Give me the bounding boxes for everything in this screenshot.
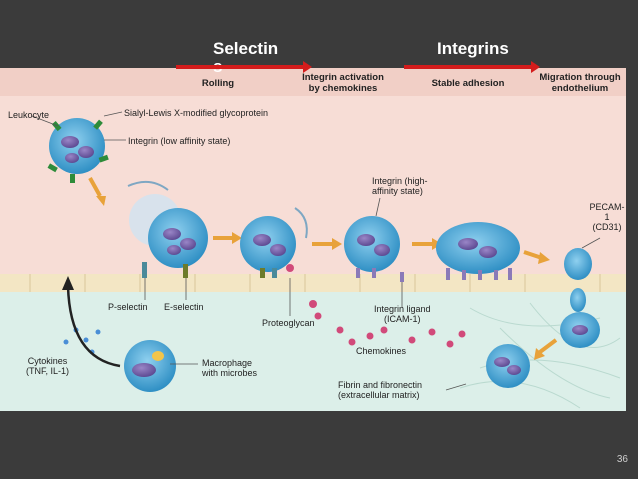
stage-integrin-activation: Integrin activation by chemokines (302, 72, 384, 94)
cytokine-arrow (66, 285, 121, 368)
stage-header-band (0, 68, 626, 96)
migration-arrow (538, 338, 558, 354)
rolling-cell (148, 208, 208, 268)
label-macrophage: Macrophage with microbes (202, 358, 258, 378)
label-fibrin: Fibrin and fibronectin (extracellular ma… (338, 380, 423, 400)
selectin-range-arrow (176, 61, 312, 73)
label-pecam: PECAM-1 (CD31) (589, 202, 625, 232)
integrin-range-arrow (404, 61, 540, 73)
stage-migration: Migration through endothelium (539, 72, 621, 94)
chemokine-dots (309, 300, 466, 348)
label-leukocyte: Leukocyte (8, 110, 50, 120)
migrating-cell (560, 248, 600, 348)
label-integrin-high: Integrin (high- affinity state) (372, 176, 428, 196)
integrin-bonds (446, 268, 512, 280)
label-cytokines: Cytokines (TNF, IL-1) (26, 356, 70, 376)
endothelial-cell-borders (29, 274, 601, 292)
roll-arrow (127, 180, 169, 191)
stage-rolling: Rolling (201, 78, 235, 89)
tissue-leukocyte (486, 344, 530, 388)
leukocyte-extravasation-figure: Rolling Integrin activation by chemokine… (0, 68, 626, 411)
icam-mark (400, 272, 404, 282)
leader-lines (31, 111, 467, 391)
descend-arrow-head (96, 196, 106, 206)
vessel-lumen (0, 68, 626, 278)
activation-cell (240, 216, 296, 272)
label-integrin-ligand: Integrin ligand (ICAM-1) (374, 304, 431, 324)
stable-adhesion-cell (436, 222, 520, 274)
e-selectin (183, 264, 188, 278)
macrophage (124, 340, 176, 392)
label-sialyl: Sialyl-Lewis X-modified glycoprotein (124, 108, 269, 118)
label-e-selectin: E-selectin (164, 302, 204, 312)
label-chemokines: Chemokines (356, 346, 407, 356)
figure-svg (0, 68, 626, 411)
proteoglycan-mark (286, 264, 294, 272)
page-number: 36 (616, 454, 628, 465)
step-arrow-4 (523, 250, 543, 260)
descend-arrow (88, 177, 102, 197)
label-p-selectin: P-selectin (108, 302, 148, 312)
label-integrin-low: Integrin (low affinity state) (128, 136, 231, 146)
stage-stable-adhesion: Stable adhesion (431, 78, 505, 89)
leukocyte-cell (47, 118, 109, 183)
heading-selectins: Selectin s (213, 39, 279, 76)
label-proteoglycan: Proteoglycan (262, 318, 315, 328)
high-affinity-cell (344, 216, 400, 272)
p-selectin (142, 262, 147, 278)
heading-integrins: Integrins (437, 39, 509, 58)
endothelium (0, 274, 626, 292)
